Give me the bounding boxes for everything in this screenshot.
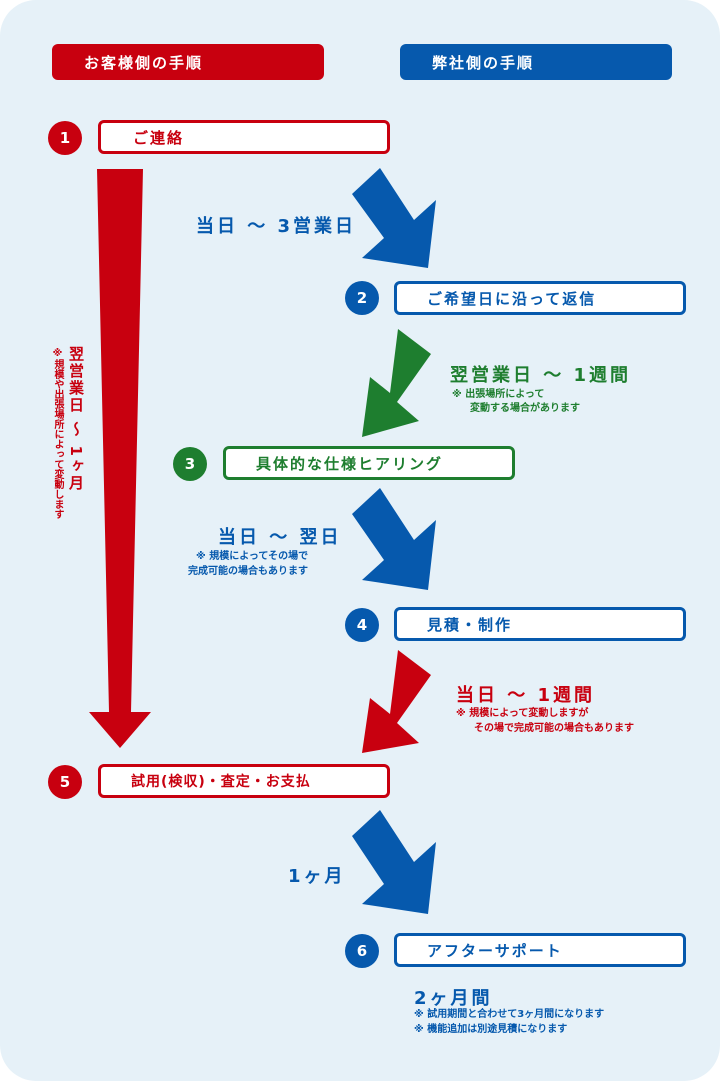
step-4-box: 見積・制作 — [394, 607, 686, 641]
timing-2-note-line1: ※ 出張場所によって — [452, 389, 545, 400]
side-timing-note: ※規模や出張場所によって変動します — [52, 348, 63, 519]
step-4-number: 4 — [345, 608, 379, 642]
timing-5-label: 1ヶ月 — [288, 866, 346, 887]
side-timing-label: 翌営業日 ～ 1ヶ月 — [67, 346, 85, 492]
step-1-box: ご連絡 — [98, 120, 390, 154]
timing-3-note-line2: 完成可能の場合もあります — [188, 566, 308, 577]
timing-6-label: 2ヶ月間 — [414, 988, 493, 1009]
arrow-3-to-4 — [352, 488, 436, 590]
timing-4-note-line1: ※ 規模によって変動しますが — [456, 708, 589, 719]
step-3-number: 3 — [173, 447, 207, 481]
step-5-box: 試用(検収)・査定・お支払 — [98, 764, 390, 798]
arrow-1-to-2 — [352, 168, 436, 268]
timing-6-note-line1: ※ 試用期間と合わせて3ヶ月間になります — [414, 1009, 605, 1020]
step-1-number: 1 — [48, 121, 82, 155]
long-red-arrow — [89, 169, 151, 748]
timing-2-label: 翌営業日 ～ 1週間 — [450, 365, 632, 386]
arrow-2-to-3 — [362, 329, 431, 437]
arrow-5-to-6 — [352, 810, 436, 914]
step-2-number: 2 — [345, 281, 379, 315]
step-2-box: ご希望日に沿って返信 — [394, 281, 686, 315]
arrow-4-to-5 — [362, 650, 431, 753]
step-3-box: 具体的な仕様ヒアリング — [223, 446, 515, 480]
company-header: 弊社側の手順 — [400, 44, 672, 80]
timing-4-label: 当日 ～ 1週間 — [456, 685, 596, 706]
timing-1-label: 当日 ～ 3営業日 — [196, 216, 357, 237]
timing-6-note-line2: ※ 機能追加は別途見積になります — [414, 1024, 568, 1035]
timing-3-label: 当日 ～ 翌日 — [218, 527, 342, 548]
timing-4-note-line2: その場で完成可能の場合もあります — [474, 723, 634, 734]
customer-header: お客様側の手順 — [52, 44, 324, 80]
timing-3-note-line1: ※ 規模によってその場で — [196, 551, 309, 562]
step-6-number: 6 — [345, 934, 379, 968]
step-6-box: アフターサポート — [394, 933, 686, 967]
step-5-number: 5 — [48, 765, 82, 799]
timing-2-note-line2: 変動する場合があります — [470, 403, 580, 414]
